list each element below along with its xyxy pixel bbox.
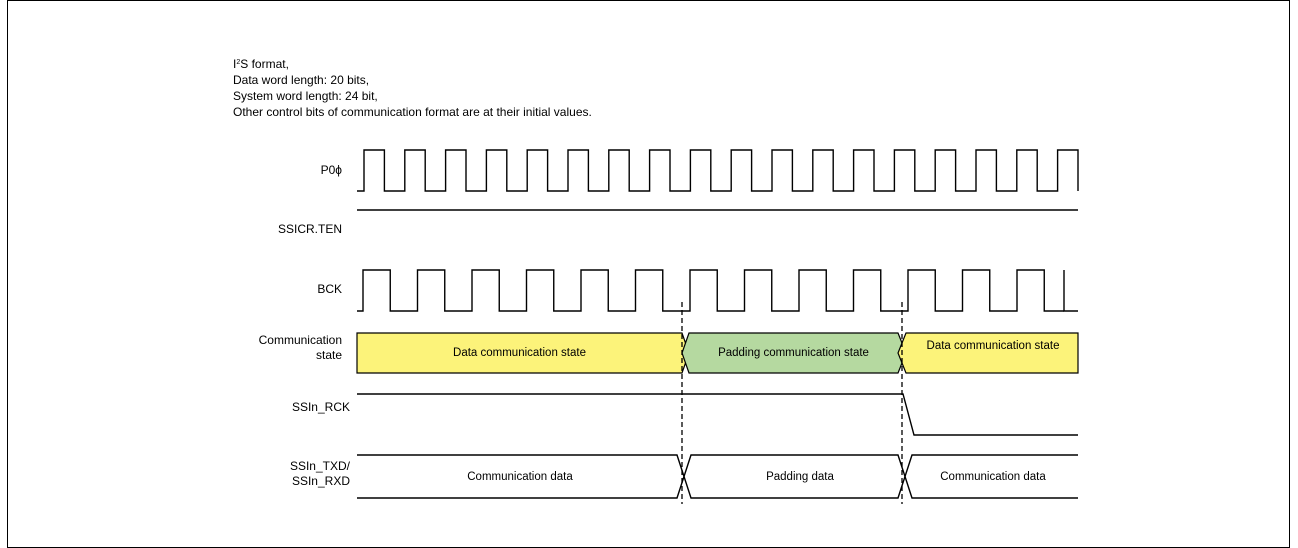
label-ssicr-ten: SSICR.TEN — [277, 222, 342, 236]
note-format: I2S format, — [233, 57, 289, 71]
bck-wave-tail — [1063, 270, 1078, 312]
bck-wave-line — [357, 269, 1064, 312]
note-system-word-length: System word length: 24 bit, — [233, 89, 378, 103]
label-communication-state-line2: state — [315, 348, 342, 362]
p0-wave-line — [357, 149, 1079, 192]
label-ssin-txd-rxd: SSIn_TXD/ SSIn_RXD — [230, 459, 350, 489]
label-communication-state-line1: Communication — [258, 333, 342, 347]
data-state-region-2 — [897, 332, 1079, 374]
communication-data-label: Communication data — [467, 471, 573, 483]
label-ssin-txd: SSIn_TXD/ — [289, 459, 350, 473]
label-ssin-rxd: SSIn_RXD — [291, 474, 350, 488]
label-communication-state: Communication state — [222, 333, 342, 363]
communication-data-label-2: Communication data — [940, 471, 1046, 483]
note-control-bits: Other control bits of communication form… — [233, 105, 592, 119]
label-bck: BCK — [317, 282, 342, 296]
data-state-label: Data communication state — [453, 347, 586, 359]
p0-clock-waveform — [357, 149, 1079, 192]
ssin-rck-waveform — [357, 393, 1078, 436]
label-ssin-rck: SSIn_RCK — [291, 400, 350, 414]
txd-rxd-waveform — [357, 454, 1078, 499]
format-notes: I2S format, Data word length: 20 bits, S… — [233, 56, 592, 120]
note-data-word-length: Data word length: 20 bits, — [233, 73, 370, 87]
bck-clock-waveform — [357, 269, 1078, 312]
label-p0: P0ϕ — [320, 163, 342, 177]
padding-data-label: Padding data — [766, 471, 834, 483]
padding-state-label: Padding communication state — [718, 347, 869, 359]
data-state-label-2: Data communication state — [926, 340, 1060, 352]
